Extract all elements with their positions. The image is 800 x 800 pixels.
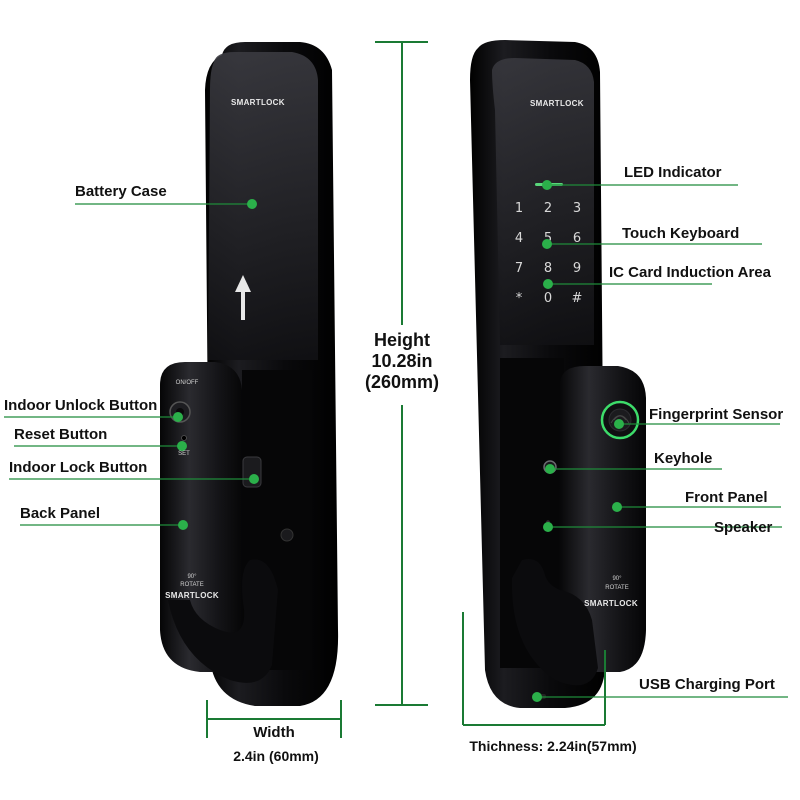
callout-dot [247,199,257,209]
width-dimension-lines [206,700,342,738]
label-fingerprint-sensor: Fingerprint Sensor [649,406,784,423]
back-brand-bottom-text: SMARTLOCK [165,591,219,600]
label-battery-case: Battery Case [75,183,167,200]
back-brand-text: SMARTLOCK [231,98,285,107]
label-reset-button: Reset Button [14,426,108,443]
callout-dot [543,522,553,532]
back-panel [160,362,245,672]
callout-dot [249,474,259,484]
keypad-key: * [516,291,523,306]
callout-dot [612,502,622,512]
callout-dot [542,239,552,249]
label-front-panel: Front Panel [685,489,768,506]
back-onoff-text: ON/OFF [176,380,199,386]
keypad-key: 6 [573,231,581,246]
keypad-key: 4 [515,231,523,246]
front-lock: SMARTLOCK 1 2 3 4 5 6 7 8 9 * 0 # 90° ROTATE SMARTL… [470,40,646,708]
callout-dot [543,279,553,289]
label-indoor-unlock-button: Indoor Unlock Button [4,397,158,414]
thickness-label: Thichness: 2.24in(57mm) [469,738,637,754]
keypad-key: 2 [544,201,552,216]
label-keyhole: Keyhole [654,450,713,467]
front-brand-text: SMARTLOCK [530,99,584,108]
callout-dot [178,520,188,530]
back-lock: SMARTLOCK ON/OFF SET 90° ROTATE SMARTLOC… [160,42,339,706]
front-brand-bottom-text: SMARTLOCK [584,599,638,608]
label-indoor-lock-button: Indoor Lock Button [9,459,148,476]
front-faceplate [492,58,594,345]
battery-case [208,52,318,360]
keypad: 1 2 3 4 5 6 7 8 9 * 0 # [515,201,583,306]
callout-dot [173,412,183,422]
label-touch-keyboard: Touch Keyboard [622,225,740,242]
thickness-dimension-lines [462,612,606,726]
keypad-key: 8 [544,261,552,276]
back-rotate-angle-text: 90° [187,574,197,580]
front-lever [511,559,598,686]
keypad-key: 1 [515,201,523,216]
height-inches: 10.28in [371,351,433,371]
label-led-indicator: LED Indicator [624,164,722,181]
callout-dot [532,692,542,702]
back-rotate-text: ROTATE [180,582,203,588]
callout-lines [4,180,788,702]
width-value: 2.4in (60mm) [233,748,319,764]
label-ic-card-induction-area: IC Card Induction Area [609,264,771,281]
front-rotate-angle-text: 90° [612,576,622,582]
keypad-key: 9 [573,261,581,276]
front-panel [558,366,646,672]
callout-dot [177,441,187,451]
front-rotate-text: ROTATE [605,585,628,591]
keypad-key: 3 [573,201,581,216]
height-mm: (260mm) [364,372,440,392]
label-usb-charging-port: USB Charging Port [639,676,775,693]
reset-button-shape [181,435,187,441]
keypad-key: 0 [544,291,552,306]
back-set-text: SET [178,451,190,457]
width-label: Width [253,724,295,741]
up-arrow-icon [235,275,251,320]
label-back-panel: Back Panel [20,505,101,522]
height-dimension-lines [375,41,428,706]
keypad-key: 5 [544,231,552,246]
label-speaker: Speaker [714,519,773,536]
keypad-key: 7 [515,261,523,276]
callout-dot [614,419,624,429]
callout-dot [542,180,552,190]
keypad-key: # [572,291,583,306]
back-screw [280,528,294,542]
height-label: Height 10.28in (260mm) [352,330,452,393]
back-lever [168,559,278,683]
height-title: Height [374,330,430,350]
callout-dot [545,464,555,474]
